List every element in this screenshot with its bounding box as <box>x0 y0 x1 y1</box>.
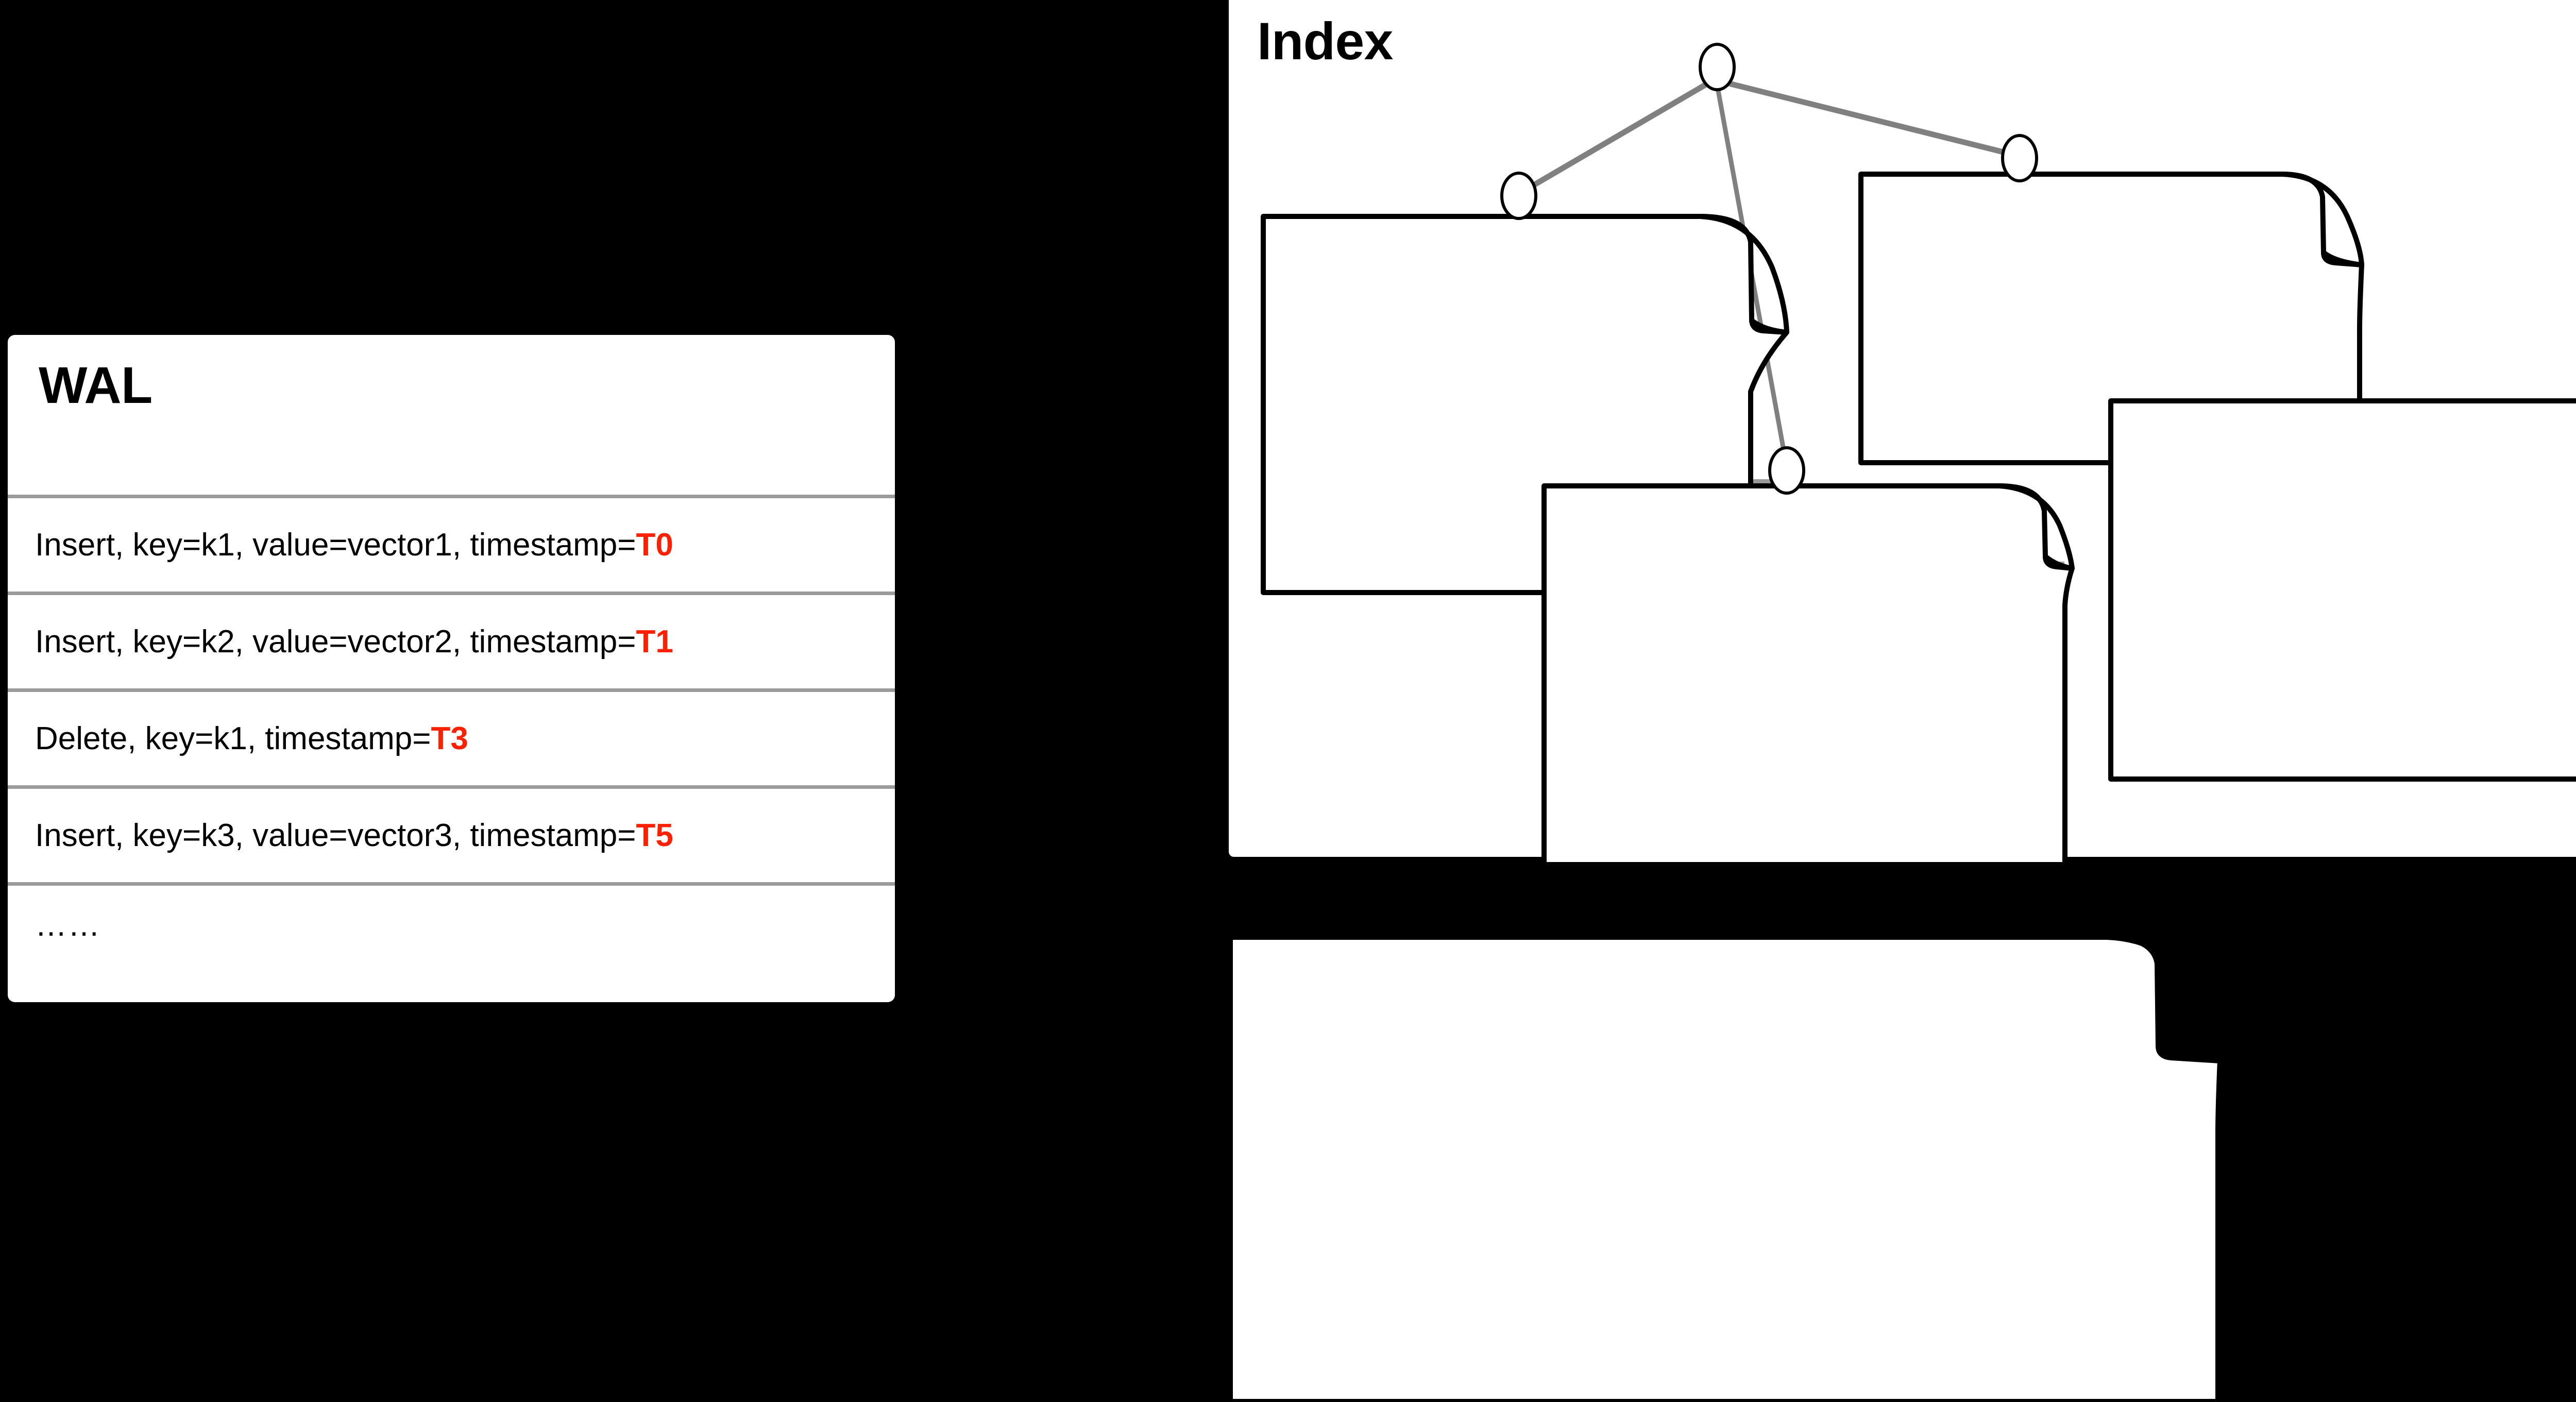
wal-row-timestamp: T1 <box>636 624 673 660</box>
wal-row[interactable]: Insert, key=k3, value=vector3, timestamp… <box>35 789 890 882</box>
wal-more-ellipsis: …… <box>35 907 101 943</box>
wal-row[interactable]: Insert, key=k1, value=vector1, timestamp… <box>35 498 890 592</box>
wal-row-timestamp: T0 <box>636 527 673 563</box>
wal-divider-4 <box>8 882 895 886</box>
index-tree-nodes[interactable] <box>1500 43 2038 495</box>
delete-log-shape[interactable] <box>2108 398 2576 782</box>
wal-divider-1 <box>8 592 895 595</box>
tree-root-node[interactable] <box>1699 43 1736 91</box>
wal-row-text: Insert, key=k3, value=vector3, timestamp… <box>35 818 636 853</box>
ellipsis-card-shape[interactable] <box>1858 172 2364 465</box>
wal-row-text: Insert, key=k2, value=vector2, timestamp… <box>35 624 636 660</box>
bin-log-shape[interactable] <box>1227 934 2224 1402</box>
index-title: Index <box>1257 12 1393 71</box>
wal-divider-2 <box>8 688 895 692</box>
wal-title: WAL <box>39 357 152 414</box>
tree-bottom-node[interactable] <box>1768 446 1805 495</box>
wal-row[interactable]: Insert, key=k2, value=vector2, timestamp… <box>35 595 890 688</box>
wal-row-text: Delete, key=k1, timestamp= <box>35 721 431 756</box>
wal-row-text: Insert, key=k1, value=vector1, timestamp… <box>35 527 636 563</box>
wal-divider-3 <box>8 785 895 789</box>
wal-divider-0 <box>8 495 895 498</box>
wal-row-timestamp: T5 <box>636 818 673 853</box>
k2-k3-card-shape[interactable] <box>1541 483 2075 867</box>
tree-left-node[interactable] <box>1500 172 1537 220</box>
wal-row-timestamp: T3 <box>431 721 468 756</box>
wal-panel <box>8 335 895 1002</box>
tree-right-node[interactable] <box>2001 134 2038 182</box>
wal-row[interactable]: Delete, key=k1, timestamp=T3 <box>35 692 890 785</box>
